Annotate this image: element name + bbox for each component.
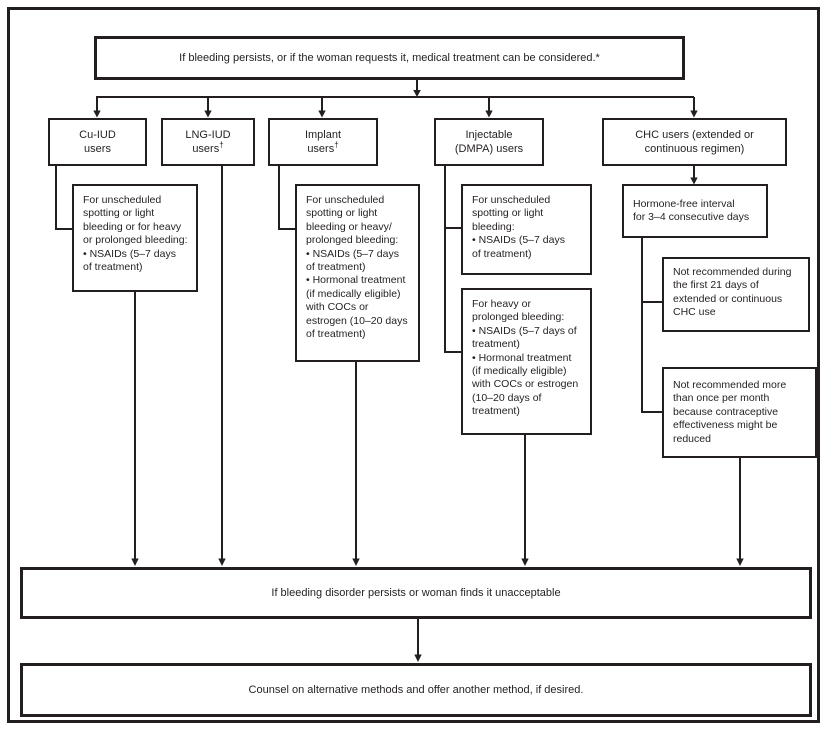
treatment-box-dmpa-spotting: For unscheduled spotting or light bleedi… [461, 184, 592, 275]
persist-box: If bleeding disorder persists or woman f… [20, 567, 812, 619]
treatment-box-cu-iud: For unscheduled spotting or light bleedi… [72, 184, 198, 292]
header-line1: Implant [304, 129, 342, 141]
box-hormone-free-interval: Hormone-free interval for 3–4 consecutiv… [622, 184, 768, 238]
note-box-chc-once-per-month: Not recommended more than once per month… [662, 367, 817, 458]
counsel-box: Counsel on alternative methods and offer… [20, 663, 812, 717]
persist-text: If bleeding disorder persists or woman f… [271, 587, 561, 599]
connector-top-to-headers [93, 80, 698, 118]
connector-dmpa [444, 166, 529, 566]
header-box-implant: Implant users† [268, 118, 378, 166]
note-box-chc-first-21-days: Not recommended during the first 21 days… [662, 257, 810, 332]
treatment-box-dmpa-heavy: For heavy or prolonged bleeding: • NSAID… [461, 288, 592, 435]
header-line2: continuous regimen) [644, 143, 745, 155]
header-box-chc: CHC users (extended or continuous regime… [602, 118, 787, 166]
flowchart-frame [7, 7, 820, 723]
connector-lng-iud [218, 166, 226, 566]
top-condition-text: If bleeding persists, or if the woman re… [179, 52, 600, 64]
connector-chc [641, 166, 744, 566]
header-box-dmpa: Injectable (DMPA) users [434, 118, 544, 166]
treatment-box-implant: For unscheduled spotting or light bleedi… [295, 184, 420, 362]
header-line1: LNG-IUD [185, 129, 231, 141]
header-line2: (DMPA) users [454, 143, 524, 155]
treatment-text: For heavy or prolonged bleeding: • NSAID… [472, 298, 579, 418]
connector-cu-iud [55, 166, 139, 566]
note-text: Not recommended during the first 21 days… [673, 266, 792, 319]
dagger-mark: † [219, 140, 224, 150]
header-box-lng-iud: LNG-IUD users† [161, 118, 255, 166]
header-line1: Injectable [465, 129, 513, 141]
treatment-text: Hormone-free interval for 3–4 consecutiv… [633, 197, 750, 223]
treatment-text: For unscheduled spotting or light bleedi… [472, 194, 565, 260]
header-line2: users† [192, 140, 224, 155]
treatment-text: For unscheduled spotting or light bleedi… [83, 194, 188, 274]
counsel-text: Counsel on alternative methods and offer… [248, 684, 584, 696]
dagger-mark: † [334, 140, 339, 150]
header-line2: users [84, 143, 111, 155]
header-line2: users† [307, 140, 339, 155]
treatment-text: For unscheduled spotting or light bleedi… [306, 194, 408, 341]
header-line1: Cu-IUD [79, 129, 116, 141]
header-line1: CHC users (extended or [635, 129, 754, 141]
connector-implant [278, 166, 360, 566]
header-box-cu-iud: Cu-IUD users [48, 118, 147, 166]
connector-bottom [414, 619, 422, 662]
top-condition-box: If bleeding persists, or if the woman re… [94, 36, 685, 80]
note-text: Not recommended more than once per month… [673, 379, 787, 445]
